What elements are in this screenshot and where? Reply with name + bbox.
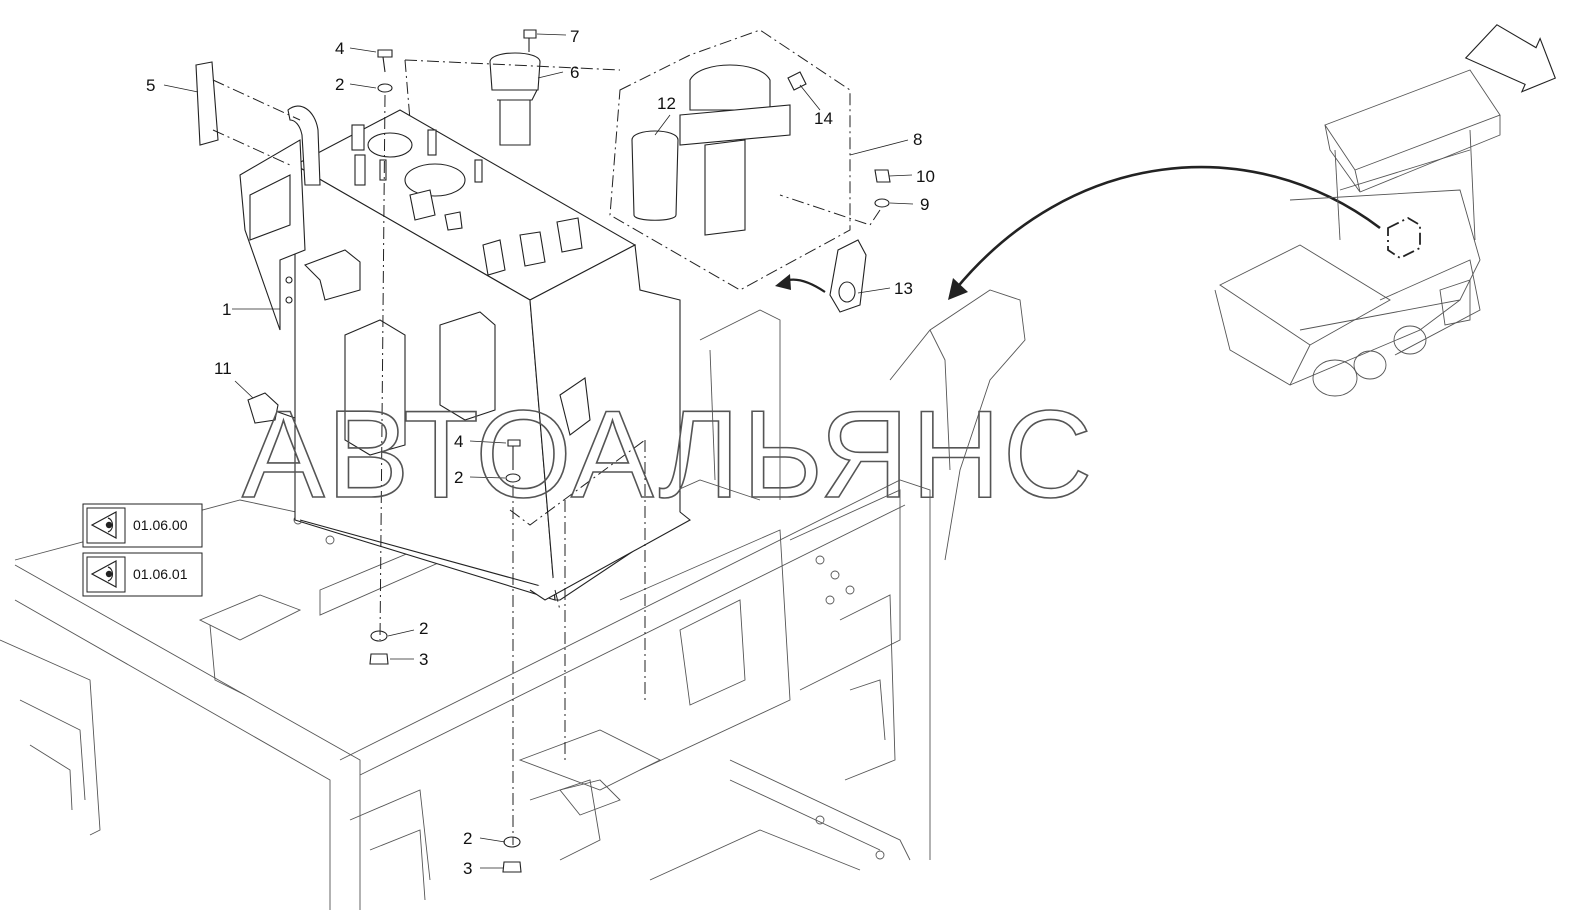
- label-part-2: 2: [335, 75, 344, 94]
- label-part-11: 11: [214, 359, 232, 378]
- label-part-1: 1: [222, 300, 231, 319]
- label-part-10: 10: [916, 167, 935, 186]
- label-part-6: 6: [570, 63, 579, 82]
- hydraulic-tank: [239, 105, 691, 601]
- label-part-4: 4: [335, 39, 344, 58]
- reference-view-button-2[interactable]: 01.06.01: [82, 552, 203, 597]
- reference-code: 01.06.01: [133, 566, 188, 582]
- label-part-14: 14: [814, 109, 833, 128]
- watermark: АВТОАЛЬЯНС: [242, 386, 1094, 524]
- label-part-7: 7: [570, 27, 579, 46]
- part-labels: 1 2 2 2 2 3 3 4 4 5 6 7 8 9 10 11 12 13 …: [146, 27, 935, 878]
- label-part-3: 3: [463, 859, 472, 878]
- assembly-lines: [212, 29, 881, 845]
- eye-icon: [90, 559, 117, 589]
- label-part-12: 12: [657, 94, 676, 113]
- label-part-13: 13: [894, 279, 913, 298]
- paver-overview: [1214, 69, 1501, 397]
- label-part-5: 5: [146, 76, 155, 95]
- separate-parts: [195, 29, 891, 873]
- label-part-2: 2: [463, 829, 472, 848]
- eye-icon: [90, 510, 117, 540]
- label-part-2: 2: [419, 619, 428, 638]
- label-part-2: 2: [454, 468, 463, 487]
- reference-code: 01.06.00: [133, 517, 188, 533]
- reference-view-button-1[interactable]: 01.06.00: [82, 503, 203, 548]
- direction-arrows: [775, 24, 1557, 300]
- label-part-8: 8: [913, 130, 922, 149]
- arrow-head: [948, 278, 968, 300]
- leader-lines: [163, 33, 914, 869]
- label-part-3: 3: [419, 650, 428, 669]
- label-part-4: 4: [454, 432, 463, 451]
- label-part-9: 9: [920, 195, 929, 214]
